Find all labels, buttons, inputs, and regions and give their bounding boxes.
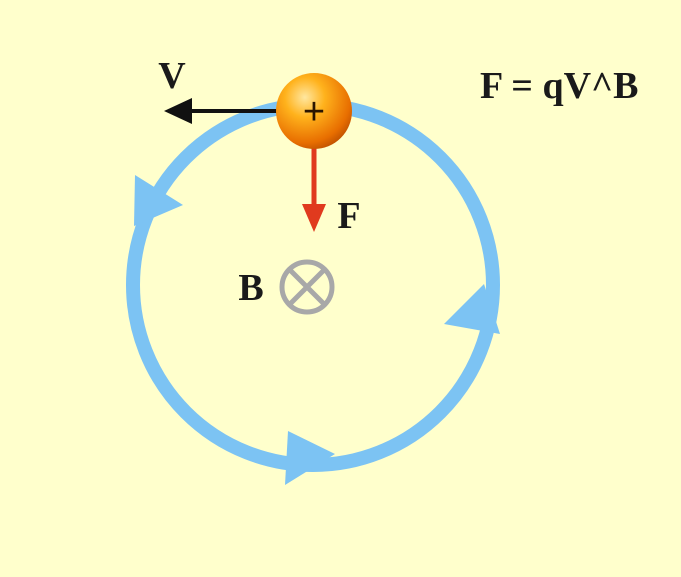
cross-in-circle-icon [279, 259, 335, 315]
orbit-arrowhead-right [444, 284, 500, 334]
force-label: F [337, 195, 360, 237]
charge-particle [276, 73, 352, 149]
formula-text: F = qV^B [480, 65, 638, 107]
orbit-arrowhead-bottom [285, 431, 335, 485]
velocity-label: V [158, 55, 186, 97]
orbit-arrowhead-left [134, 175, 183, 226]
charge-sign: + [303, 91, 325, 133]
velocity-arrowhead [164, 98, 192, 124]
field-label: B [238, 267, 263, 309]
force-arrowhead [302, 204, 326, 232]
